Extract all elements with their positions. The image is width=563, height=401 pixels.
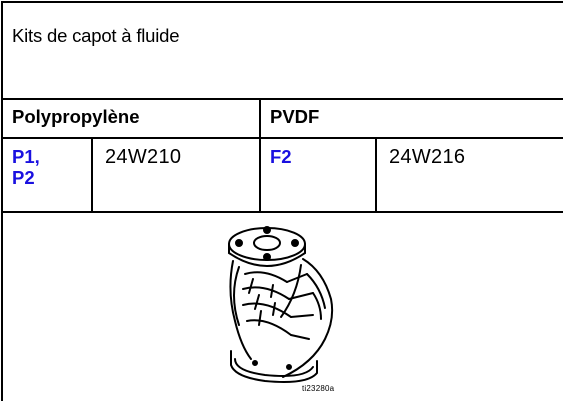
header-row: Polypropylène PVDF — [1, 98, 563, 139]
header-pvdf: PVDF — [258, 98, 563, 139]
ref-link-p2[interactable]: P2 — [12, 167, 35, 188]
polypropylene-part-number: 24W210 — [91, 137, 261, 213]
pvdf-ref-cell: F2 — [259, 137, 377, 213]
figure-label: ti23280a — [302, 384, 335, 393]
ref-link-f2[interactable]: F2 — [270, 146, 292, 167]
title-row: Kits de capot à fluide — [0, 1, 563, 100]
polypropylene-ref-cell: P1, P2 — [1, 137, 93, 213]
table-title: Kits de capot à fluide — [0, 1, 563, 100]
header-polypropylene: Polypropylène — [1, 98, 261, 139]
ref-link-p1[interactable]: P1, — [12, 146, 40, 167]
table-row: P1, P2 24W210 F2 24W216 — [1, 137, 563, 213]
pvdf-part-number: 24W216 — [374, 137, 563, 213]
figure-row: ti23280a — [0, 211, 563, 401]
figure-cell: ti23280a — [0, 211, 563, 401]
fluid-cover-drawing-icon — [228, 226, 334, 383]
